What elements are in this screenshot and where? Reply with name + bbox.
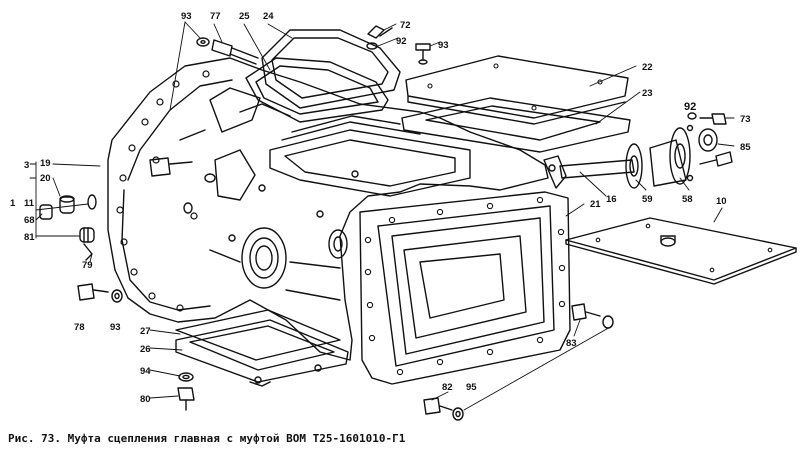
part-label: 73 xyxy=(740,114,751,125)
part-label: 93 xyxy=(438,40,449,51)
part-label: 85 xyxy=(740,142,751,153)
part-label: 23 xyxy=(642,88,653,99)
part-label: 83 xyxy=(566,338,577,349)
part-label: 19 xyxy=(40,158,51,169)
bolt-78 xyxy=(77,283,109,301)
part-label: 92 xyxy=(396,36,407,47)
bolt-77 xyxy=(211,39,259,65)
part-label: 78 xyxy=(74,322,85,333)
bolt-85 xyxy=(699,151,733,167)
part-label: 1 xyxy=(10,198,16,209)
part-label: 82 xyxy=(442,382,453,393)
part-label: 25 xyxy=(239,11,250,22)
washer-94 xyxy=(178,372,194,382)
washer-92-top xyxy=(366,42,378,50)
bolt-80 xyxy=(177,387,195,411)
part-labels: 93 77 25 24 72 92 93 22 23 92 73 85 58 5… xyxy=(10,11,751,405)
pto-shaft-16 xyxy=(543,155,635,189)
washer-95 xyxy=(452,407,464,421)
flange-59 xyxy=(625,143,643,189)
part-label: 92 xyxy=(684,101,696,113)
washer-92-right xyxy=(687,112,697,120)
part-label: 95 xyxy=(466,382,477,393)
cover-plate-10 xyxy=(565,217,797,285)
part-label: 11 xyxy=(24,198,35,209)
part-label: 58 xyxy=(682,194,693,205)
spring-81 xyxy=(79,227,95,243)
plug-68 xyxy=(39,204,53,220)
leader-lines xyxy=(29,21,735,411)
gasket-23 xyxy=(401,97,631,153)
cover-plate-22 xyxy=(405,55,629,125)
part-label: 79 xyxy=(82,260,93,271)
part-label: 80 xyxy=(140,394,151,405)
part-label: 27 xyxy=(140,326,151,337)
clutch-housing xyxy=(107,57,549,361)
part-label: 81 xyxy=(24,232,35,243)
part-label: 16 xyxy=(606,194,617,205)
part-label: 93 xyxy=(110,322,121,333)
figure-caption: Рис. 73. Муфта сцепления главная с муфто… xyxy=(8,432,406,445)
part-label: 3 xyxy=(24,160,29,171)
gasket-27 xyxy=(175,309,341,361)
part-label: 59 xyxy=(642,194,653,205)
part-label: 72 xyxy=(400,20,411,31)
bolt-82 xyxy=(423,397,453,415)
gasket-25 xyxy=(245,57,389,123)
washer-93-top-left xyxy=(196,37,210,47)
part-label: 10 xyxy=(716,196,727,207)
washer-93-left xyxy=(111,289,123,303)
bolt-73 xyxy=(699,113,727,125)
seal-ring-85 xyxy=(698,128,718,152)
ring-11 xyxy=(87,194,97,210)
part-label: 93 xyxy=(181,11,192,22)
part-label: 24 xyxy=(263,11,274,22)
part-label: 68 xyxy=(24,215,35,226)
side-cover-21 xyxy=(359,191,571,385)
part-label: 77 xyxy=(210,11,221,22)
bottom-cover-26 xyxy=(175,319,349,387)
part-label: 20 xyxy=(40,173,51,184)
part-label: 21 xyxy=(590,199,601,210)
bolt-stud-left xyxy=(149,157,216,214)
part-label: 94 xyxy=(140,366,151,377)
bearing-cap-58 xyxy=(649,124,694,187)
top-cover-24 xyxy=(261,29,401,109)
part-label: 26 xyxy=(140,344,151,355)
plug-20 xyxy=(59,195,75,214)
part-label: 22 xyxy=(642,62,653,73)
bolt-93-top xyxy=(415,43,431,65)
